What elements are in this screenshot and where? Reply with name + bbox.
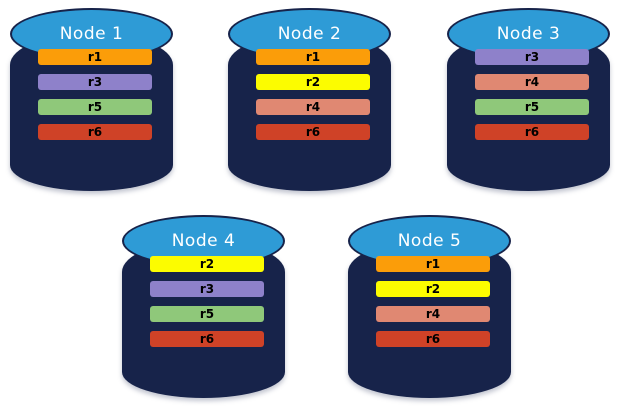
replica-list: r3 r4 r5 r6: [475, 49, 589, 140]
replica-list: r1 r2 r4 r6: [376, 256, 490, 347]
replica-bar[interactable]: r6: [256, 124, 370, 140]
database-node-4[interactable]: Node 4 r2 r3 r5 r6: [122, 215, 285, 398]
replica-bar[interactable]: r4: [256, 99, 370, 115]
database-node-5[interactable]: Node 5 r1 r2 r4 r6: [348, 215, 511, 398]
replica-bar[interactable]: r3: [38, 74, 152, 90]
database-node-2[interactable]: Node 2 r1 r2 r4 r6: [228, 8, 391, 191]
replica-bar[interactable]: r4: [475, 74, 589, 90]
node-label: Node 5: [397, 231, 462, 251]
replica-list: r1 r2 r4 r6: [256, 49, 370, 140]
node-label: Node 3: [496, 24, 561, 44]
replica-bar[interactable]: r6: [376, 331, 490, 347]
replica-bar[interactable]: r6: [150, 331, 264, 347]
replica-bar[interactable]: r2: [256, 74, 370, 90]
replica-bar[interactable]: r2: [150, 256, 264, 272]
replica-bar[interactable]: r5: [38, 99, 152, 115]
replica-bar[interactable]: r5: [475, 99, 589, 115]
node-label: Node 2: [277, 24, 342, 44]
replica-bar[interactable]: r1: [256, 49, 370, 65]
node-label: Node 4: [171, 231, 236, 251]
replica-list: r2 r3 r5 r6: [150, 256, 264, 347]
replica-bar[interactable]: r1: [38, 49, 152, 65]
replica-bar[interactable]: r1: [376, 256, 490, 272]
node-label: Node 1: [59, 24, 124, 44]
database-node-3[interactable]: Node 3 r3 r4 r5 r6: [447, 8, 610, 191]
replica-bar[interactable]: r3: [475, 49, 589, 65]
replica-bar[interactable]: r6: [475, 124, 589, 140]
replica-bar[interactable]: r2: [376, 281, 490, 297]
replica-bar[interactable]: r6: [38, 124, 152, 140]
replica-bar[interactable]: r4: [376, 306, 490, 322]
database-node-1[interactable]: Node 1 r1 r3 r5 r6: [10, 8, 173, 191]
replica-bar[interactable]: r3: [150, 281, 264, 297]
replica-bar[interactable]: r5: [150, 306, 264, 322]
replica-list: r1 r3 r5 r6: [38, 49, 152, 140]
